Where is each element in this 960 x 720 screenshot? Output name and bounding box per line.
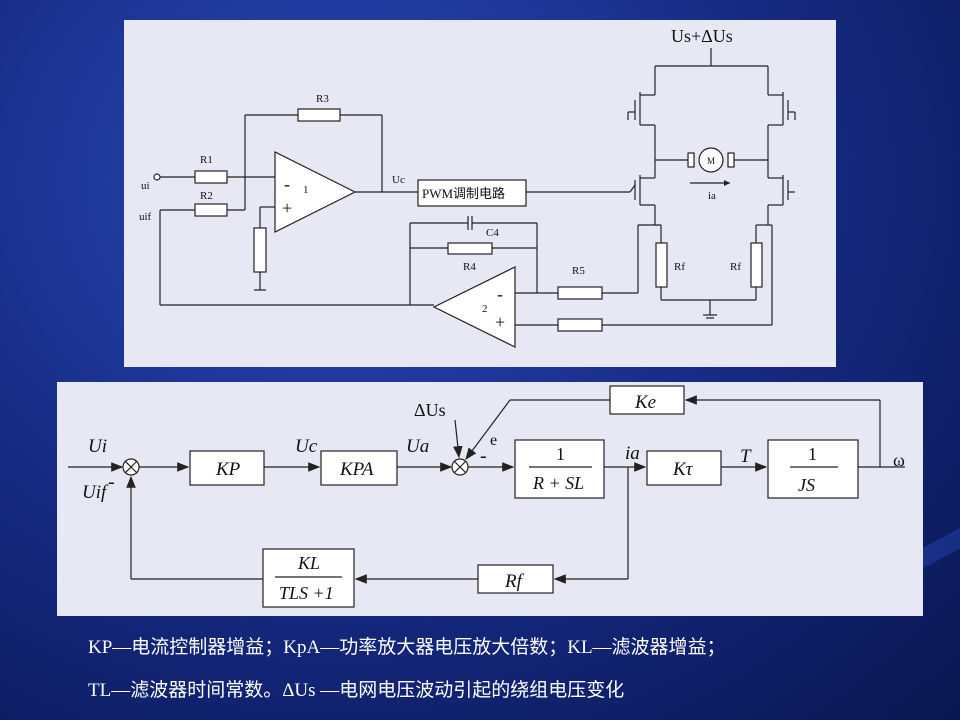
mechanical-tf-block — [767, 439, 859, 499]
ui-input-label: ui — [141, 180, 150, 192]
electrical-tf-denominator: R + SL — [532, 473, 584, 493]
opamp2-minus: - — [497, 284, 503, 304]
r4-resistor — [447, 242, 493, 255]
circuit-schematic: Us+ΔUs M — [139, 26, 796, 348]
block-diagram-panel: Ui Uif - KP Uc KPA Ua ΔUs e - 1 R + SL i… — [57, 382, 923, 616]
r3-label: R3 — [316, 93, 329, 105]
kt-block — [646, 450, 722, 486]
rf-right-label: Rf — [730, 261, 741, 273]
uif-signal-label: Uif — [82, 482, 109, 503]
r5-label: R5 — [572, 265, 585, 277]
r3-resistor — [297, 108, 341, 122]
kpa-label: KPA — [339, 459, 374, 480]
kp-block — [189, 450, 265, 486]
opamp2-number: 2 — [482, 303, 488, 315]
rf-left-resistor — [655, 242, 668, 288]
mosfet-left — [627, 66, 656, 225]
mosfet-right — [767, 66, 796, 225]
r1-resistor — [194, 170, 228, 184]
opamp2-plus: + — [495, 312, 505, 332]
torque-signal-label: T — [740, 446, 752, 467]
filter-numerator: KL — [297, 553, 320, 573]
r5-resistor — [557, 286, 603, 300]
junction1-minus: - — [108, 471, 115, 493]
ke-label: Ke — [634, 392, 656, 413]
uif-input-label: uif — [139, 211, 152, 223]
pwm-label: PWM调制电路 — [422, 186, 505, 201]
legend-line-2: TL—滤波器时间常数。ΔUs —电网电压波动引起的绕组电压变化 — [88, 680, 625, 701]
mechanical-tf-numerator: 1 — [808, 444, 817, 464]
rf-left-label: Rf — [674, 261, 685, 273]
legend-line-1: KP—电流控制器增益；KpA—功率放大器电压放大倍数；KL—滤波器增益； — [88, 637, 726, 658]
rf-label: Rf — [504, 571, 525, 592]
r2-resistor — [194, 203, 228, 217]
r1-label: R1 — [200, 154, 213, 166]
rf-right-resistor — [750, 242, 763, 288]
pwm-block — [417, 179, 527, 207]
ia-label: ia — [708, 190, 716, 202]
r2-label: R2 — [200, 190, 213, 202]
supply-label: Us+ΔUs — [671, 26, 733, 46]
ke-block — [609, 385, 685, 415]
electrical-tf-block — [514, 439, 605, 499]
r4-label: R4 — [463, 261, 476, 273]
ui-signal-label: Ui — [88, 436, 107, 457]
motor-label: M — [707, 156, 715, 166]
delta-us-label: ΔUs — [414, 400, 446, 420]
rf-block — [477, 564, 554, 594]
opamp-2 — [432, 266, 516, 348]
filter-denominator: TLS +1 — [279, 583, 334, 603]
opamp1-number: 1 — [303, 184, 309, 196]
electrical-tf-numerator: 1 — [556, 444, 565, 464]
ia-signal-label: ia — [625, 443, 640, 464]
omega-output-label: ω — [893, 450, 905, 470]
opamp1-plus: + — [282, 198, 292, 218]
filter-block — [262, 548, 355, 608]
ua-signal-label: Ua — [406, 436, 429, 457]
kpa-block — [320, 450, 398, 486]
e-signal-label: e — [490, 432, 497, 449]
opamp1-minus: - — [284, 174, 290, 194]
kt-label: Kτ — [672, 459, 694, 480]
circuit-schematic-panel: Us+ΔUs M — [124, 20, 836, 367]
block-diagram: Ui Uif - KP Uc KPA Ua ΔUs e - 1 R + SL i… — [68, 385, 905, 608]
c4-label: C4 — [486, 227, 499, 239]
mechanical-tf-denominator: JS — [798, 475, 815, 495]
opamp-1 — [274, 151, 357, 233]
uc-signal-label: Uc — [295, 436, 318, 457]
junction2-minus: - — [480, 445, 487, 467]
uc-label: Uc — [392, 174, 405, 186]
motor-icon — [698, 147, 724, 173]
kp-label: KP — [215, 459, 241, 480]
